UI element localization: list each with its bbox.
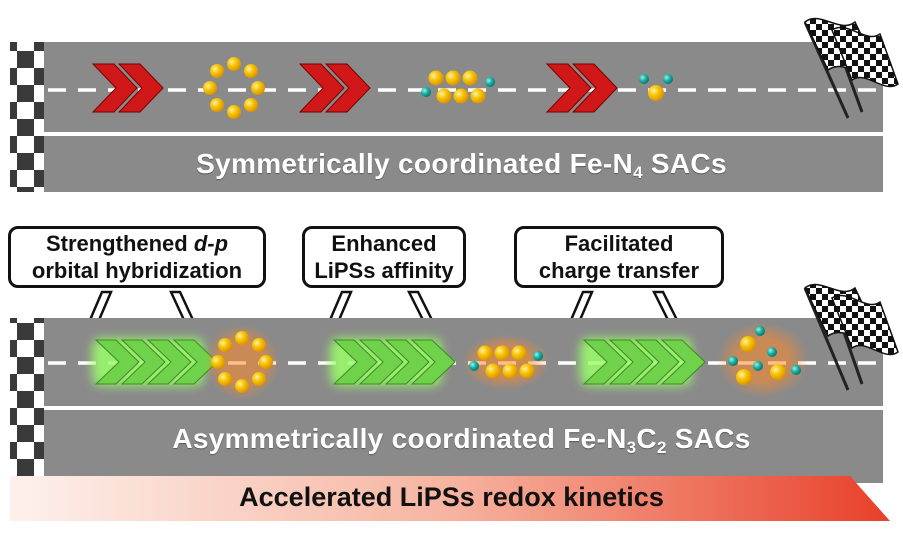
s8-ring-bottom bbox=[204, 324, 280, 400]
li2s-cluster-bottom bbox=[717, 322, 809, 398]
green-arrows-1 bbox=[94, 339, 218, 385]
redox-banner-arrow bbox=[10, 476, 890, 521]
top-label-prefix: Symmetrically coordinated Fe-N bbox=[196, 148, 634, 179]
bottom-label-subscript-2: 2 bbox=[656, 438, 667, 457]
start-checker-top bbox=[10, 42, 44, 192]
callout-1-line-2: orbital hybridization bbox=[31, 258, 243, 283]
banner-text: Accelerated LiPSs redox kinetics bbox=[239, 482, 664, 512]
top-lane bbox=[10, 17, 899, 192]
road-top bbox=[44, 42, 883, 192]
callout-1-italic: d-p bbox=[193, 231, 229, 256]
lane-line-bottom bbox=[44, 406, 883, 410]
callout-1-line-1: Strengthened d-p bbox=[46, 230, 228, 257]
top-lane-label: Symmetrically coordinated Fe-N4 SACs bbox=[40, 148, 883, 182]
callout-lipss-affinity: Enhanced LiPSs affinity bbox=[302, 226, 466, 288]
top-label-subscript: 4 bbox=[633, 163, 643, 182]
red-arrows-1 bbox=[91, 63, 164, 113]
finish-flags-bottom bbox=[803, 283, 899, 391]
top-label-suffix: SACs bbox=[642, 148, 727, 179]
bottom-label-subscript-1: 3 bbox=[626, 438, 637, 457]
green-arrows-3 bbox=[582, 339, 706, 385]
callout-2-line-2: LiPSs affinity bbox=[314, 258, 454, 283]
li2s6-bottom bbox=[462, 334, 550, 390]
callout-2-line-1: Enhanced bbox=[331, 231, 437, 256]
start-checker-bottom bbox=[10, 318, 44, 483]
callout-3-line-2: charge transfer bbox=[538, 258, 700, 283]
li2s6-top bbox=[421, 70, 495, 104]
bottom-label-prefix: Asymmetrically coordinated Fe-N bbox=[172, 423, 627, 454]
callout-1-prefix: Strengthened bbox=[45, 231, 194, 256]
bottom-lane bbox=[10, 283, 899, 483]
callout-3-line-1: Facilitated bbox=[564, 231, 674, 256]
finish-flags-top bbox=[803, 17, 899, 119]
bottom-lane-label: Asymmetrically coordinated Fe-N3C2 SACs bbox=[40, 423, 883, 457]
red-arrows-2 bbox=[298, 63, 371, 113]
bottom-label-mid: C bbox=[636, 423, 657, 454]
bottom-label-suffix: SACs bbox=[666, 423, 751, 454]
callout-dp-hybridization: Strengthened d-p orbital hybridization bbox=[8, 226, 266, 288]
red-arrows-3 bbox=[545, 63, 618, 113]
callout-charge-transfer: Facilitated charge transfer bbox=[514, 226, 724, 288]
lane-line-top bbox=[44, 132, 883, 136]
li2s-top bbox=[639, 74, 673, 101]
s8-ring-top bbox=[203, 57, 265, 119]
callout-stands bbox=[88, 290, 680, 322]
green-arrows-2 bbox=[332, 339, 456, 385]
